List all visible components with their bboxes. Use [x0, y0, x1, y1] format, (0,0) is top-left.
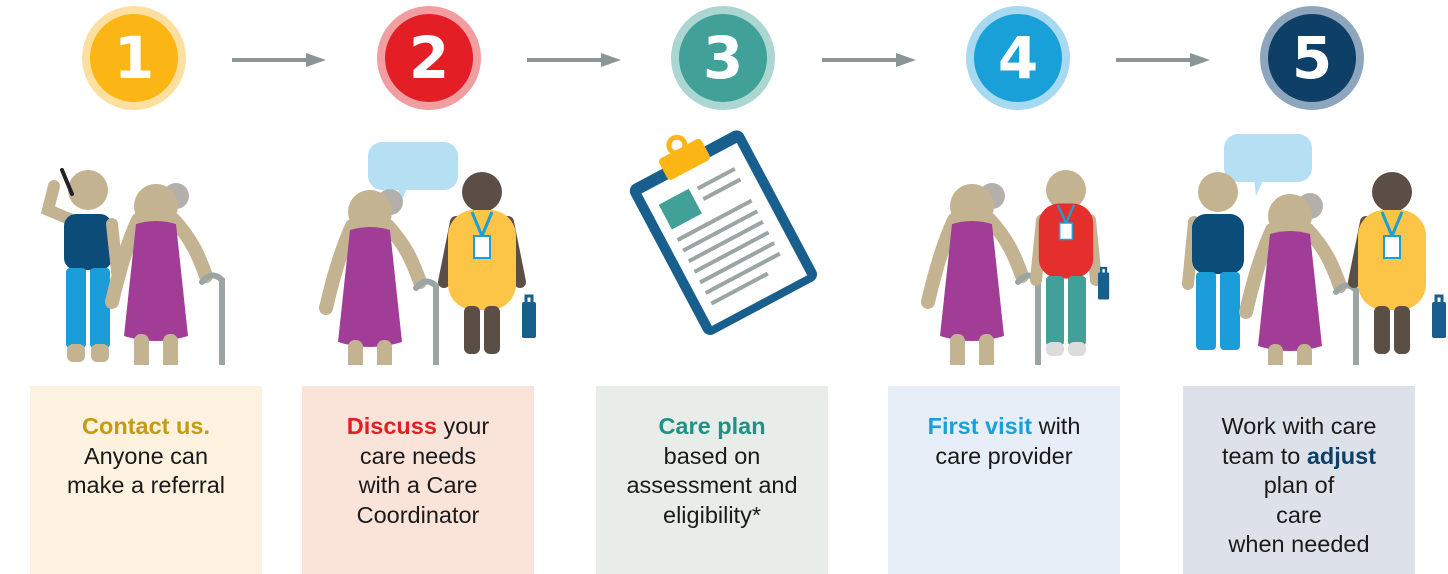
care-coordinator-icon: [438, 172, 538, 354]
step-1-number: 1: [113, 24, 155, 92]
step-5-line: care: [1276, 501, 1322, 528]
elderly-woman-icon: [928, 183, 1038, 365]
phone-caller-icon: [40, 168, 124, 362]
step-2-badge: 2: [377, 6, 481, 110]
step-5-badge: 5: [1260, 6, 1364, 110]
step-3-line: assessment and: [626, 472, 798, 498]
elderly-woman-icon: [1246, 193, 1356, 365]
speech-bubble-icon: [1224, 134, 1312, 196]
step-4-badge: 4: [966, 6, 1070, 110]
step-1-line: Anyone can: [83, 442, 209, 469]
step-3-badge: 3: [671, 6, 775, 110]
step-2-after-highlight: your: [436, 413, 490, 439]
care-team-icon: [1348, 172, 1448, 354]
step-3-number: 3: [702, 24, 744, 92]
step-3-card: Care plan based on assessment and eligib…: [596, 386, 828, 574]
step-2-illustration: [292, 142, 538, 365]
step-4-line: care provider: [935, 442, 1073, 469]
clipboard-care-plan-icon: [629, 130, 818, 335]
step-4-card: First visit with care provider: [888, 386, 1120, 574]
step-3-highlight: Care plan: [658, 413, 766, 439]
elderly-woman-icon: [112, 183, 222, 365]
care-provider-icon: [1030, 170, 1111, 356]
arrow-right-icon: [232, 53, 326, 67]
step-2-number: 2: [408, 24, 450, 92]
arrow-right-icon: [527, 53, 621, 67]
step-4-after-highlight: with: [1032, 413, 1081, 439]
arrow-right-icon: [1116, 53, 1210, 67]
step-1-highlight: Contact us.: [82, 413, 210, 439]
step-5-highlight: adjust: [1306, 442, 1377, 469]
elderly-woman-icon: [326, 189, 436, 365]
step-1-badge: 1: [82, 6, 186, 110]
step-2-card: Discuss your care needs with a Care Coor…: [302, 386, 534, 574]
step-5-illustration: [1182, 134, 1448, 365]
step-5-number: 5: [1291, 24, 1333, 92]
step-2-highlight: Discuss: [346, 413, 437, 439]
step-2-line: with a Care: [358, 472, 478, 498]
step-5-line: plan of: [1263, 472, 1335, 498]
step-5-before-highlight: team to: [1221, 442, 1307, 469]
step-2-line: Coordinator: [356, 501, 480, 528]
step-5-line: Work with care: [1221, 413, 1377, 439]
step-3-line: based on: [663, 442, 761, 469]
step-1-line: make a referral: [66, 472, 226, 498]
family-member-icon: [1182, 172, 1244, 350]
arrow-right-icon: [822, 53, 916, 67]
step-1-illustration: [40, 168, 296, 365]
step-4-illustration: [868, 170, 1111, 365]
step-4-highlight: First visit: [927, 413, 1033, 439]
step-3-illustration: [629, 130, 818, 335]
step-4-number: 4: [997, 24, 1039, 92]
step-5-card: Work with care team to adjust plan of ca…: [1183, 386, 1415, 574]
step-1-card: Contact us. Anyone can make a referral: [30, 386, 262, 574]
step-3-line: eligibility*: [663, 501, 761, 528]
step-2-line: care needs: [359, 442, 477, 469]
step-5-line: when needed: [1228, 531, 1370, 557]
